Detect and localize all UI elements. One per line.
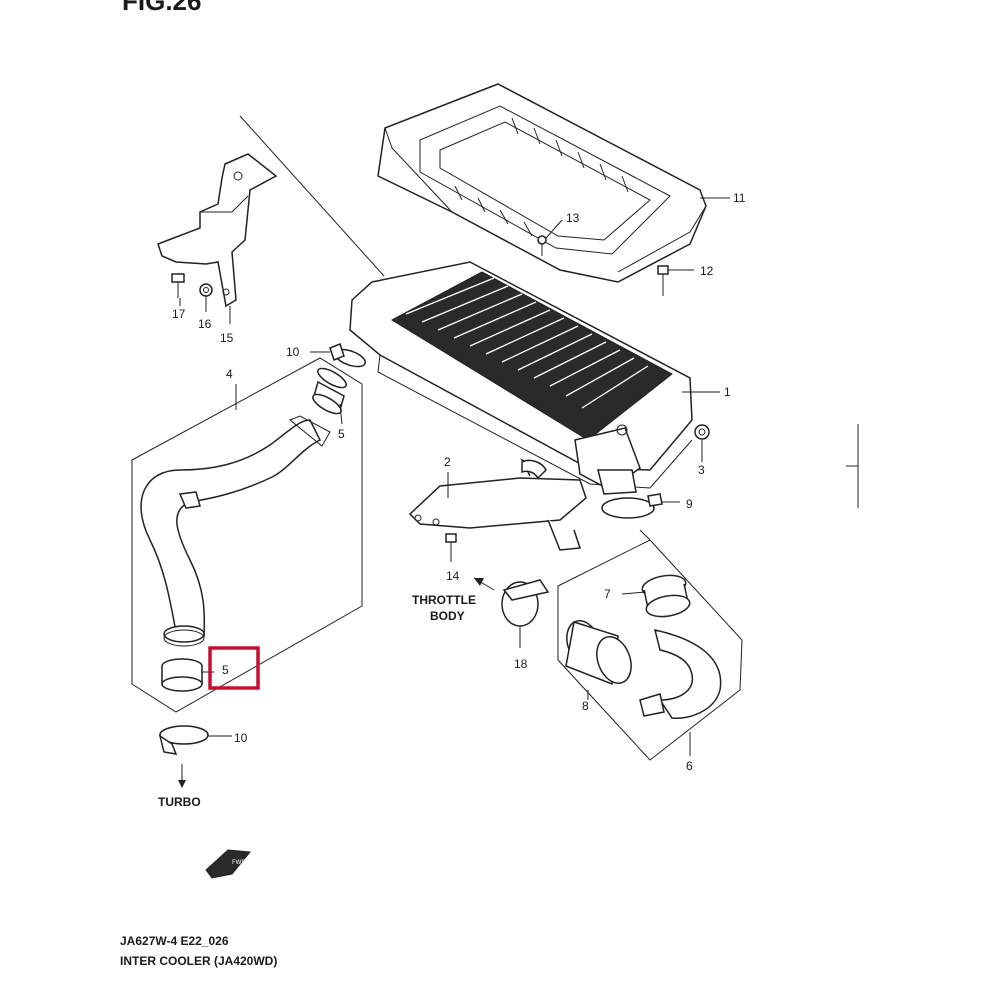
arrow-to-turbo-icon [178, 764, 186, 788]
label-part-13: 13 [566, 211, 580, 225]
highlight-box [208, 646, 260, 690]
label-part-18: 18 [514, 657, 528, 671]
label-part-10-upper: 10 [286, 345, 300, 359]
connector-part-5-upper [312, 367, 347, 415]
note-turbo: TURBO [158, 795, 201, 809]
label-part-14: 14 [446, 569, 460, 583]
intercooler-part-1 [349, 261, 693, 495]
bolt-part-14 [445, 533, 457, 562]
hose-part-8 [565, 620, 632, 686]
note-throttle: THROTTLE [412, 593, 476, 607]
label-part-10-lower: 10 [234, 731, 248, 745]
label-part-2: 2 [444, 455, 451, 469]
label-part-5-lower: 5 [222, 663, 229, 677]
hose-assembly-part-6 [557, 539, 743, 761]
hose-assembly-part-4 [131, 357, 363, 713]
figure-title: FIG.26 [122, 0, 202, 16]
label-part-11: 11 [733, 191, 746, 205]
pipe-part-2 [408, 458, 587, 551]
svg-text:FWD: FWD [232, 859, 246, 866]
label-part-3: 3 [698, 463, 705, 477]
connector-part-7 [641, 574, 691, 618]
label-part-9: 9 [686, 497, 693, 511]
clamp-part-9 [601, 493, 680, 519]
label-part-4: 4 [226, 367, 233, 381]
washer-part-16 [199, 283, 213, 297]
arrow-to-throttle-icon [473, 577, 495, 591]
diagram-code: JA627W-4 E22_026 [120, 934, 229, 948]
connector-part-5-lower [161, 658, 203, 692]
label-part-16: 16 [198, 317, 212, 331]
label-part-15: 15 [220, 331, 234, 345]
label-part-5-upper: 5 [338, 427, 345, 441]
label-part-8: 8 [582, 699, 589, 713]
label-part-1: 1 [724, 385, 731, 399]
label-part-6: 6 [686, 759, 693, 773]
bolt-part-17 [171, 273, 185, 298]
bracket-part-15 [157, 153, 278, 308]
clamp-part-18 [501, 579, 550, 627]
clamp-part-10-upper [329, 343, 366, 368]
fwd-arrow-icon: FWD [205, 849, 251, 879]
label-part-17: 17 [172, 307, 186, 321]
shroud-part-11 [377, 83, 707, 283]
bolt-part-12 [657, 265, 694, 296]
clamp-part-10-lower [158, 725, 232, 755]
note-body: BODY [430, 609, 465, 623]
label-part-12: 12 [700, 264, 714, 278]
label-part-7: 7 [604, 587, 611, 601]
bolt-part-3 [694, 424, 710, 440]
bolt-part-13 [537, 219, 563, 256]
diagram-caption: INTER COOLER (JA420WD) [120, 954, 278, 968]
